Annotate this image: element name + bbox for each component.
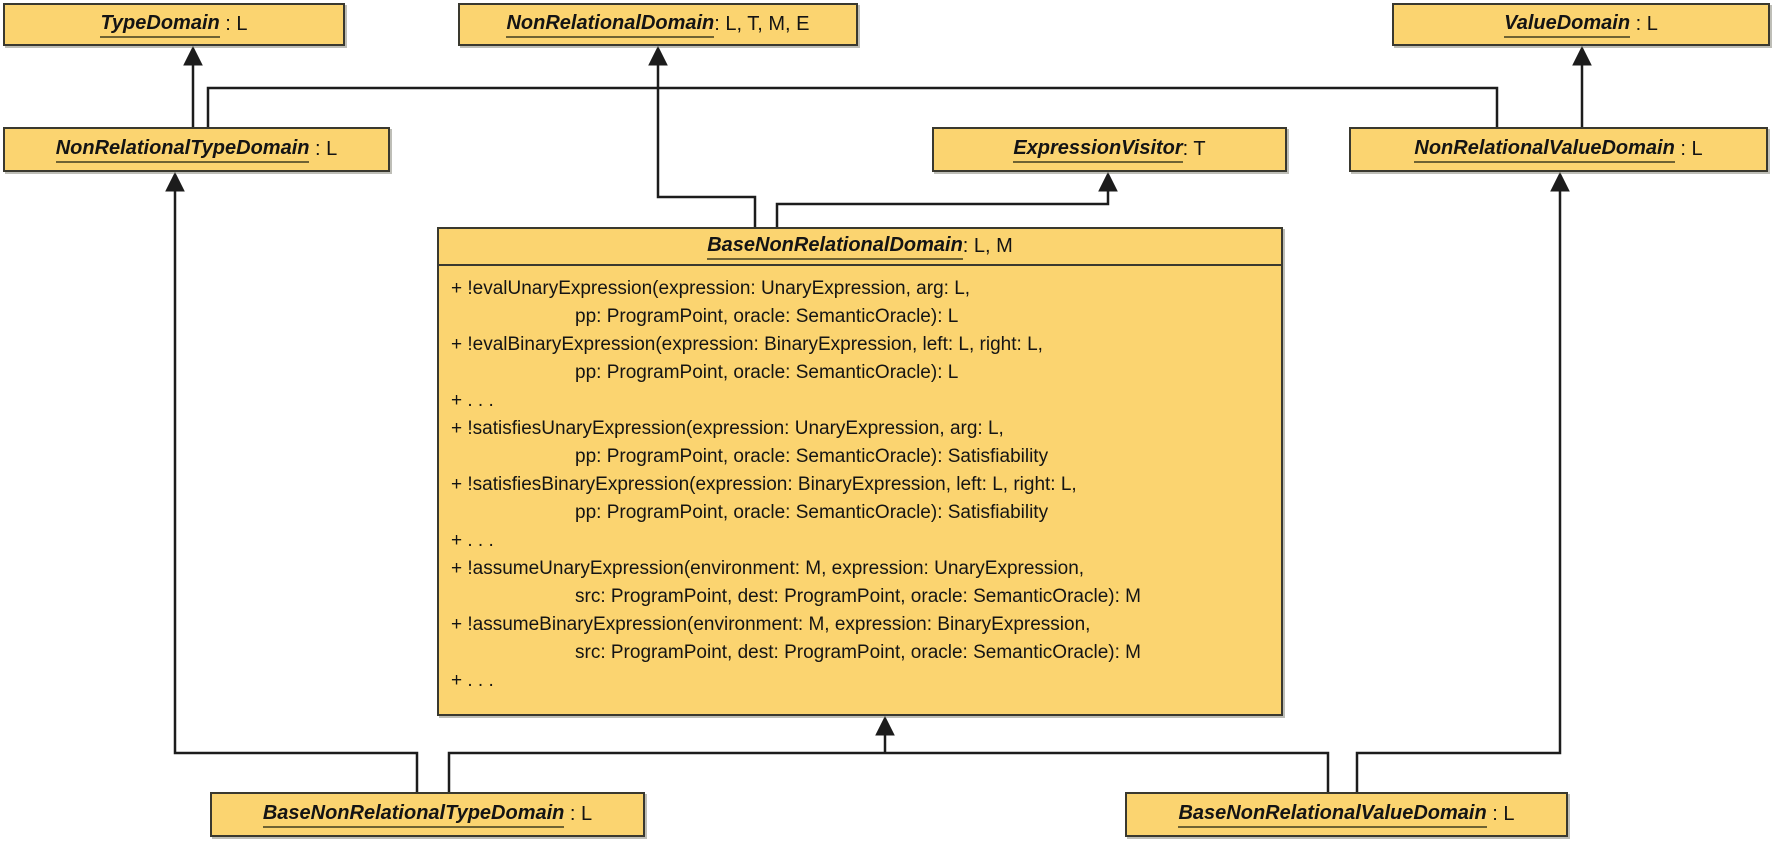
class-name: NonRelationalTypeDomain	[55, 137, 310, 163]
class-title: NonRelationalDomain: L, T, M, E	[460, 5, 856, 44]
class-box-nonrelationalvaluedomain: NonRelationalValueDomain : L	[1349, 127, 1768, 172]
class-title: BaseNonRelationalValueDomain : L	[1127, 794, 1566, 835]
method-line: + !satisfiesUnaryExpression(expression: …	[451, 418, 1004, 439]
method-line: + . . .	[451, 390, 494, 411]
method-line: + . . .	[451, 530, 494, 551]
method-line: + !evalBinaryExpression(expression: Bina…	[451, 334, 1043, 355]
method-list: + !evalUnaryExpression(expression: Unary…	[439, 266, 1281, 714]
class-name: ValueDomain	[1504, 12, 1631, 38]
class-name: ExpressionVisitor	[1013, 137, 1183, 163]
class-params: : L	[219, 13, 248, 35]
class-box-nonrelationaldomain: NonRelationalDomain: L, T, M, E	[458, 3, 858, 46]
arrowhead-expressionvisitor	[1098, 171, 1118, 192]
class-name: BaseNonRelationalValueDomain	[1178, 802, 1487, 828]
arrowhead-nrtd	[165, 171, 185, 192]
method-line: src: ProgramPoint, dest: ProgramPoint, o…	[575, 586, 1141, 607]
class-name: BaseNonRelationalTypeDomain	[262, 802, 565, 828]
inheritance-arrow-bnrvd-to-nrvd	[1355, 188, 1562, 793]
class-box-nonrelationaltypedomain: NonRelationalTypeDomain : L	[3, 127, 390, 172]
class-title: ValueDomain : L	[1394, 5, 1768, 44]
class-box-typedomain: TypeDomain : L	[3, 3, 345, 46]
class-params: : L, M	[962, 235, 1013, 257]
arrowhead-valuedomain	[1572, 45, 1592, 66]
inheritance-trunk-bottom-to-central	[447, 751, 1330, 793]
class-title: BaseNonRelationalTypeDomain : L	[212, 794, 643, 835]
class-box-expressionvisitor: ExpressionVisitor: T	[932, 127, 1287, 172]
arrowhead-central	[875, 715, 895, 736]
method-line: pp: ProgramPoint, oracle: SemanticOracle…	[575, 306, 959, 327]
class-box-valuedomain: ValueDomain : L	[1392, 3, 1770, 46]
class-params: : T	[1182, 138, 1206, 160]
class-name: NonRelationalDomain	[506, 12, 715, 38]
class-title: NonRelationalValueDomain : L	[1351, 129, 1766, 170]
method-line: pp: ProgramPoint, oracle: SemanticOracle…	[575, 362, 959, 383]
class-params: : L, T, M, E	[714, 13, 810, 35]
arrowhead-typedomain	[183, 45, 203, 66]
method-line: + !assumeUnaryExpression(environment: M,…	[451, 558, 1085, 579]
class-title: TypeDomain : L	[5, 5, 343, 44]
class-box-basenonrelationalvaluedomain: BaseNonRelationalValueDomain : L	[1125, 792, 1568, 837]
inheritance-trunk-to-nonrelationaldomain	[206, 86, 1499, 128]
class-name: NonRelationalValueDomain	[1414, 137, 1675, 163]
class-params: : L	[1486, 803, 1515, 825]
method-line: + . . .	[451, 670, 494, 691]
method-line: src: ProgramPoint, dest: ProgramPoint, o…	[575, 642, 1141, 663]
arrowhead-nrvd	[1550, 171, 1570, 192]
class-title: ExpressionVisitor: T	[934, 129, 1285, 170]
class-params: : L	[564, 803, 593, 825]
class-title: NonRelationalTypeDomain : L	[5, 129, 388, 170]
method-line: + !satisfiesBinaryExpression(expression:…	[451, 474, 1077, 495]
class-params: : L	[309, 138, 338, 160]
class-name: BaseNonRelationalDomain	[707, 234, 963, 260]
inheritance-arrow-central-to-expressionvisitor	[775, 188, 1110, 228]
method-line: pp: ProgramPoint, oracle: SemanticOracle…	[575, 502, 1049, 523]
class-params: : L	[1630, 13, 1658, 35]
class-box-basenonrelationaltypedomain: BaseNonRelationalTypeDomain : L	[210, 792, 645, 837]
method-line: + !assumeBinaryExpression(environment: M…	[451, 614, 1091, 635]
class-name: TypeDomain	[100, 12, 220, 38]
method-line: pp: ProgramPoint, oracle: SemanticOracle…	[575, 446, 1049, 467]
class-title: BaseNonRelationalDomain: L, M	[439, 229, 1281, 266]
class-box-basenonrelationaldomain: BaseNonRelationalDomain: L, M + !evalUna…	[437, 227, 1283, 716]
method-line: + !evalUnaryExpression(expression: Unary…	[451, 278, 971, 299]
arrowhead-nonrelationaldomain	[648, 45, 668, 66]
inheritance-arrow-central-to-nonrelationaldomain	[656, 62, 757, 228]
inheritance-arrow-bnrtd-to-nrtd	[173, 188, 419, 793]
class-params: : L	[1674, 138, 1703, 160]
